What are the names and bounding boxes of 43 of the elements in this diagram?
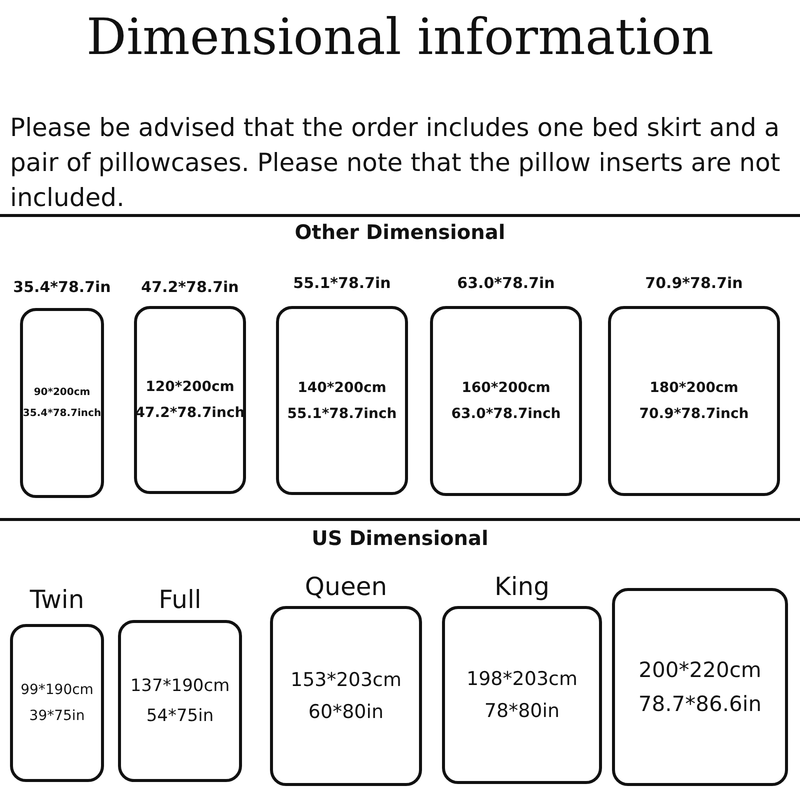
size-text: 120*200cm bbox=[146, 379, 234, 395]
size-box bbox=[20, 308, 104, 498]
size-text: 78*80in bbox=[484, 700, 560, 722]
size-box bbox=[612, 588, 788, 786]
size-text: 198*203cm bbox=[466, 668, 578, 690]
size-text: 54*75in bbox=[146, 706, 214, 726]
size-text: 70.9*78.7inch bbox=[639, 406, 749, 422]
dimension-label: 47.2*78.7in bbox=[140, 278, 240, 296]
size-text: 39*75in bbox=[29, 708, 85, 724]
section-heading: US Dimensional bbox=[310, 526, 490, 550]
size-text: 63.0*78.7inch bbox=[451, 406, 561, 422]
size-box bbox=[10, 624, 104, 782]
size-text: 180*200cm bbox=[650, 380, 738, 396]
size-text: 90*200cm bbox=[34, 387, 90, 398]
size-name: Queen bbox=[304, 572, 388, 601]
title: Dimensional information bbox=[85, 8, 715, 66]
size-text: 137*190cm bbox=[130, 676, 230, 696]
size-text: 47.2*78.7inch bbox=[135, 405, 245, 421]
size-text: 99*190cm bbox=[20, 682, 94, 698]
size-box bbox=[442, 606, 602, 784]
size-box bbox=[608, 306, 780, 496]
size-box bbox=[118, 620, 242, 782]
size-text: 160*200cm bbox=[462, 380, 550, 396]
notice-paragraph: Please be advised that the order includes one bed skirt and a pair of pillowcases. Please note that the pillow inserts are not included. bbox=[10, 112, 782, 214]
size-text: 200*220cm bbox=[638, 658, 762, 682]
dimension-label: 55.1*78.7in bbox=[292, 274, 392, 292]
size-box bbox=[134, 306, 246, 494]
size-box bbox=[430, 306, 582, 496]
size-text: 153*203cm bbox=[290, 669, 402, 691]
size-box bbox=[276, 306, 408, 495]
section-heading: Other Dimensional bbox=[294, 220, 506, 244]
dimension-label: 70.9*78.7in bbox=[644, 274, 744, 292]
dimension-label: 63.0*78.7in bbox=[456, 274, 556, 292]
size-text: 60*80in bbox=[308, 701, 384, 723]
size-name: Twin bbox=[28, 585, 86, 614]
size-name: King bbox=[493, 572, 551, 601]
size-name: Full bbox=[158, 585, 202, 614]
size-text: 35.4*78.7inch bbox=[22, 408, 102, 419]
size-text: 78.7*86.6in bbox=[638, 692, 762, 716]
size-text: 55.1*78.7inch bbox=[287, 406, 397, 422]
dimension-label: 35.4*78.7in bbox=[12, 278, 112, 296]
size-text: 140*200cm bbox=[298, 380, 386, 396]
size-box bbox=[270, 606, 422, 786]
